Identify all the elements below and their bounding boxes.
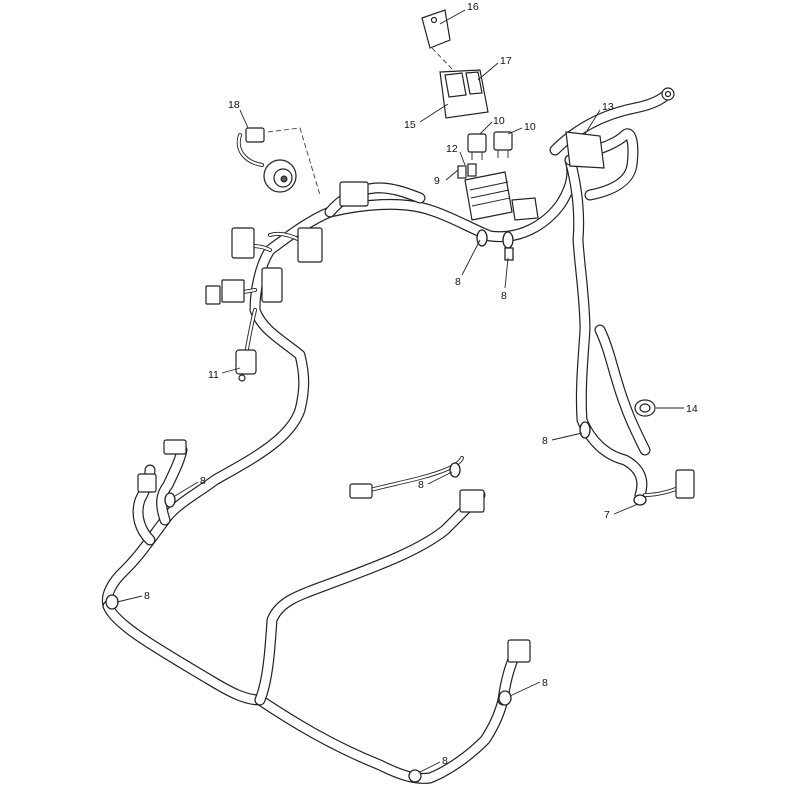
callout-8: 8 <box>501 290 507 302</box>
harness-trunk <box>101 90 687 784</box>
lower-right-connector <box>507 639 531 663</box>
callout-8: 8 <box>200 475 206 487</box>
callout-18: 18 <box>228 99 240 111</box>
fuse-block <box>439 69 489 119</box>
clip-8 <box>105 594 119 610</box>
assembly-dashed-lines <box>267 47 456 196</box>
ring-terminal <box>661 87 675 101</box>
rear-connector-7 <box>675 469 695 499</box>
clip-8 <box>408 769 422 783</box>
clip-8 <box>498 690 512 706</box>
callout-16: 16 <box>467 1 479 13</box>
callout-8: 8 <box>418 479 424 491</box>
callout-8: 8 <box>542 677 548 689</box>
lower-mid-connector <box>349 483 485 513</box>
fuse-block-bracket <box>421 9 451 49</box>
callout-10-left: 10 <box>493 115 505 127</box>
clip-8 <box>449 462 461 478</box>
clip-markers <box>105 229 647 783</box>
callout-8: 8 <box>455 276 461 288</box>
ground-terminal-boot <box>634 399 656 417</box>
left-connector-cluster <box>205 181 369 305</box>
callout-14: 14 <box>686 403 698 415</box>
callout-9: 9 <box>434 175 440 187</box>
relay-right <box>493 131 513 158</box>
callout-17: 17 <box>500 55 512 67</box>
callout-labels: 16 17 15 18 13 10 10 12 9 8 8 11 14 8 7 … <box>144 1 698 767</box>
clip-8 <box>164 492 176 508</box>
clip-8 <box>579 421 591 439</box>
clip-8 <box>476 229 488 247</box>
callout-11: 11 <box>208 369 219 381</box>
callout-10-right: 10 <box>524 121 536 133</box>
callout-12: 12 <box>446 143 458 155</box>
lower-left-connector <box>137 439 187 493</box>
callout-8: 8 <box>144 590 150 602</box>
callout-8: 8 <box>542 435 548 447</box>
clip-8 <box>502 231 514 249</box>
battery-terminal-boot <box>565 131 605 169</box>
fuse-holder <box>457 163 477 179</box>
ignition-switch <box>263 159 297 193</box>
sensor-connector <box>235 349 257 382</box>
main-connector-block <box>464 171 539 221</box>
ignition-switch-connector <box>245 127 265 143</box>
callout-7: 7 <box>604 509 610 521</box>
clip-8 <box>504 247 514 261</box>
callout-8: 8 <box>442 755 448 767</box>
callout-15: 15 <box>404 119 416 131</box>
clip-8 <box>633 494 647 506</box>
relay-left <box>467 133 487 160</box>
callout-13: 13 <box>602 101 614 113</box>
leader-lines <box>116 9 684 773</box>
